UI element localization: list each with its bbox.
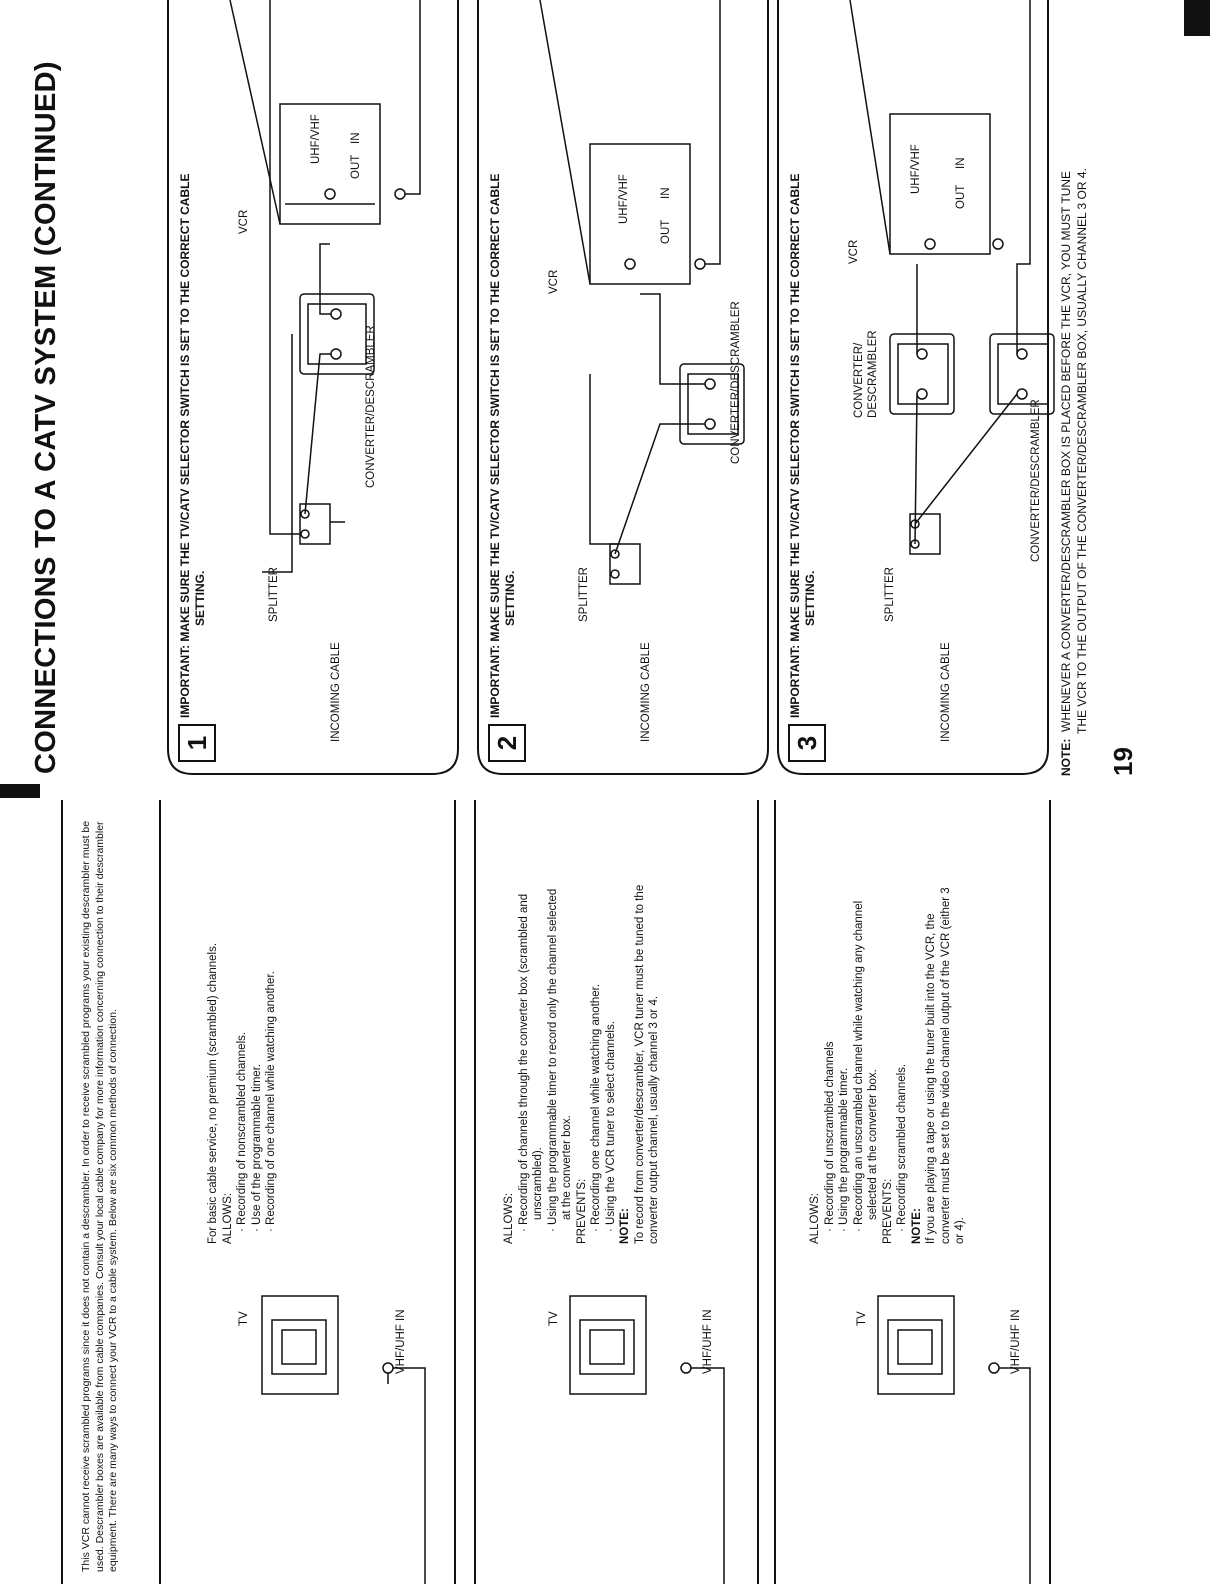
method-1-description: For basic cable service, no premium (scr… [207,942,277,1244]
vcr-label: VCR [548,269,560,294]
tv-input-label: VHF/UHF IN [702,1309,714,1374]
incoming-cable-label: INCOMING CABLE [640,642,652,742]
important-notice: IMPORTANT: MAKE SURE THE TV/CATV SELECTO… [788,173,817,718]
out-label: OUT [955,184,967,209]
uhf-vhf-label: UHF/VHF [310,114,322,164]
method-3-description: ALLOWS: · Recording of unscrambled chann… [809,887,966,1244]
method-number-badge: 3 [788,724,826,762]
page-number: 19 [1108,747,1138,776]
tv-label: TV [856,1311,868,1326]
splitter-label: SPLITTER [268,567,280,622]
converter-label: CONVERTER/DESCRAMBLER [730,301,742,464]
splitter-label: SPLITTER [578,567,590,622]
method-number-badge: 1 [178,724,216,762]
uhf-vhf-label: UHF/VHF [910,144,922,194]
in-label: IN [955,157,967,170]
converter-label: CONVERTER/DESCRAMBLER [365,325,377,488]
important-notice: IMPORTANT: MAKE SURE THE TV/CATV SELECTO… [178,173,207,718]
vcr-label: VCR [238,209,250,234]
tv-label: TV [548,1311,560,1326]
out-label: OUT [660,219,672,244]
tv-input-label: VHF/UHF IN [395,1309,407,1374]
page-title: CONNECTIONS TO A CATV SYSTEM (CONTINUED) [30,61,62,774]
incoming-cable-label: INCOMING CABLE [940,642,952,742]
method-number-badge: 2 [488,724,526,762]
in-label: IN [660,187,672,200]
important-notice: IMPORTANT: MAKE SURE THE TV/CATV SELECTO… [488,173,517,718]
tv-drawings [261,1295,1031,1584]
converter-label: CONVERTER/DESCRAMBLER [1030,399,1042,562]
converter-label-top: CONVERTER/ DESCRAMBLER [853,330,879,418]
wiring-method-1 [229,0,421,573]
footer-note: NOTE: WHENEVER A CONVERTER/DESCRAMBLER B… [1059,168,1089,776]
splitter-label: SPLITTER [884,567,896,622]
vcr-label: VCR [848,239,860,264]
tv-input-label: VHF/UHF IN [1010,1309,1022,1374]
tv-label: TV [238,1311,250,1326]
in-label: IN [350,132,362,145]
intro-paragraph: This VCR cannot receive scrambled progra… [80,820,119,1572]
incoming-cable-label: INCOMING CABLE [330,642,342,742]
wiring-method-2 [539,0,745,585]
out-label: OUT [350,154,362,179]
method-2-description: ALLOWS: · Recording of channels through … [503,884,660,1244]
wiring-method-3 [849,0,1055,555]
uhf-vhf-label: UHF/VHF [618,174,630,224]
